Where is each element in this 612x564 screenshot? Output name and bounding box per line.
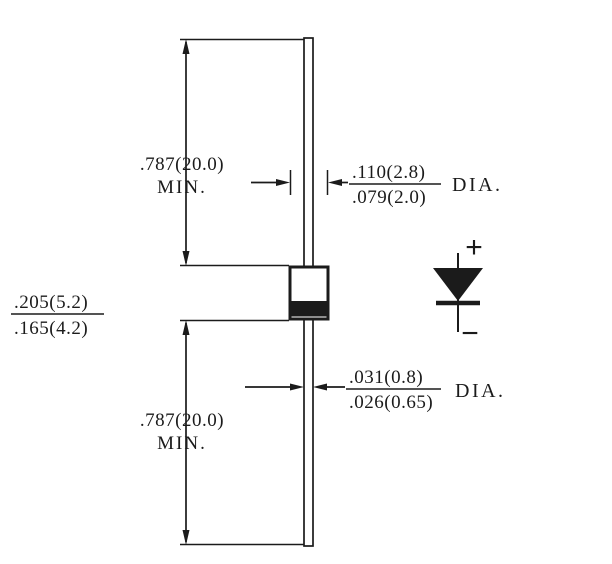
bottom-lead — [303, 317, 314, 547]
arrowhead-up-icon — [182, 39, 190, 54]
arrowhead-right-icon — [290, 383, 304, 391]
plus-sign: + — [465, 231, 483, 264]
top-lead-length-qualifier: MIN. — [157, 177, 207, 198]
minus-sign: − — [461, 317, 479, 350]
arrowhead-up-icon — [182, 320, 190, 335]
body-length-min: .165(4.2) — [14, 318, 88, 339]
body-diameter-max: .110(2.8) — [352, 162, 425, 183]
lead-diameter-min: .026(0.65) — [349, 392, 433, 413]
body-diameter-unit-label: DIA. — [452, 174, 503, 196]
anode-triangle — [433, 268, 483, 301]
bottom-lead-length-dimension: .787(20.0) MIN. — [140, 319, 304, 546]
arrowhead-down-icon — [182, 530, 190, 545]
diode-symbol: + − — [433, 231, 483, 350]
cathode-band — [288, 301, 330, 317]
arrowhead-down-icon — [182, 251, 190, 266]
body-diameter-min: .079(2.0) — [352, 187, 426, 208]
arrowhead-left-icon — [328, 179, 342, 186]
lead-diameter-unit-label: DIA. — [455, 380, 506, 402]
diode-component — [288, 37, 330, 547]
top-lead — [303, 37, 314, 269]
top-lead-length-value: .787(20.0) — [140, 154, 224, 175]
arrowhead-right-icon — [276, 179, 290, 186]
bottom-lead-length-qualifier: MIN. — [157, 433, 207, 454]
arrowhead-left-icon — [313, 383, 327, 391]
body-length-max: .205(5.2) — [14, 292, 88, 313]
body-length-dimension: .205(5.2) .165(4.2) — [11, 292, 104, 339]
lead-diameter-max: .031(0.8) — [349, 367, 423, 388]
top-lead-length-dimension: .787(20.0) MIN. — [140, 38, 304, 267]
bottom-lead-length-value: .787(20.0) — [140, 410, 224, 431]
lead-diameter-dimension: .031(0.8) .026(0.65) DIA. — [245, 367, 506, 413]
body-diameter-dimension: .110(2.8) .079(2.0) DIA. — [251, 162, 503, 208]
